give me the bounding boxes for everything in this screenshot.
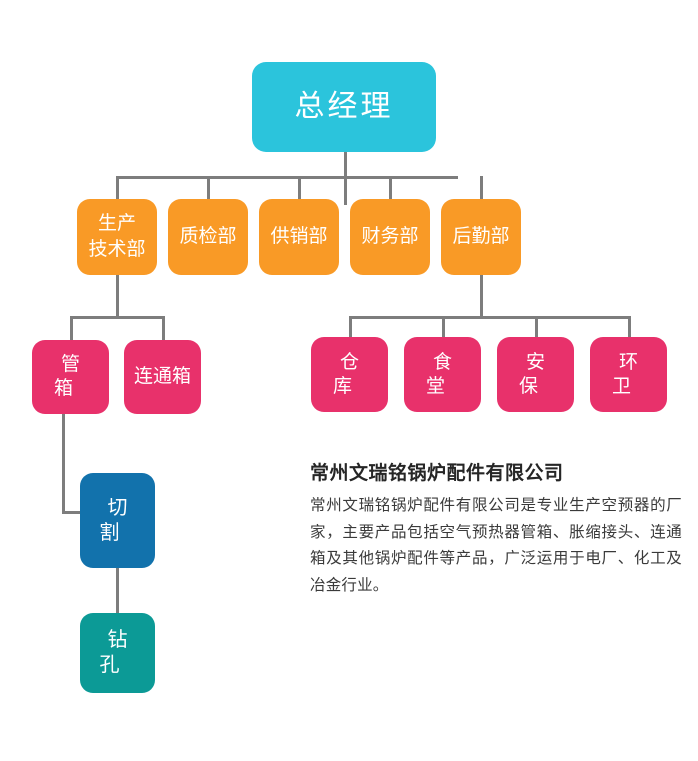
node-label: 总经理 — [294, 90, 394, 124]
connector-drop-finance — [389, 176, 392, 204]
node-production-tech[interactable]: 生产 技术部 — [77, 199, 157, 275]
connector-production-stem — [116, 274, 119, 316]
node-label: 环卫 — [611, 351, 652, 397]
connector-drop-logistics — [480, 176, 483, 204]
connector-drop-tube-box — [70, 316, 73, 342]
node-logistics[interactable]: 后勤部 — [441, 199, 521, 275]
node-label: 生产 技术部 — [88, 213, 146, 260]
connector-drop-security — [535, 316, 538, 338]
node-cutting[interactable]: 切割 — [80, 473, 155, 568]
node-label: 钻孔 — [99, 629, 144, 676]
node-canteen[interactable]: 食堂 — [404, 337, 481, 412]
node-general-manager[interactable]: 总经理 — [252, 62, 436, 152]
company-description: 常州文瑞铭锅炉配件有限公司是专业生产空预器的厂家，主要产品包括空气预热器管箱、胀… — [310, 497, 682, 594]
node-label: 连通箱 — [133, 366, 191, 388]
connector-drop-quality — [207, 176, 210, 204]
node-label: 财务部 — [361, 226, 419, 248]
connector-production-bus — [70, 316, 165, 319]
node-connecting-box[interactable]: 连通箱 — [124, 340, 201, 414]
node-drilling[interactable]: 钻孔 — [80, 613, 155, 693]
connector-tube-box-elbow — [62, 511, 86, 514]
node-label: 质检部 — [179, 226, 237, 248]
node-label: 管箱 — [53, 354, 94, 399]
company-info: 常州文瑞铭锅炉配件有限公司 常州文瑞铭锅炉配件有限公司是专业生产空预器的厂家，主… — [310, 458, 682, 600]
node-finance[interactable]: 财务部 — [350, 199, 430, 275]
connector-tube-box-stem — [62, 410, 65, 513]
connector-drop-connecting-box — [162, 316, 165, 342]
connector-drop-canteen — [442, 316, 445, 338]
node-quality-inspection[interactable]: 质检部 — [168, 199, 248, 275]
node-label: 供销部 — [270, 226, 328, 248]
connector-logistics-stem — [480, 274, 483, 316]
node-label: 安保 — [518, 351, 559, 397]
node-supply-marketing[interactable]: 供销部 — [259, 199, 339, 275]
node-label: 仓库 — [332, 351, 373, 397]
connector-drop-warehouse — [349, 316, 352, 338]
connector-drop-supply — [298, 176, 301, 204]
node-label: 后勤部 — [452, 226, 510, 248]
connector-department-bus — [116, 176, 458, 179]
node-sanitation[interactable]: 环卫 — [590, 337, 667, 412]
node-security[interactable]: 安保 — [497, 337, 574, 412]
node-label: 食堂 — [425, 351, 466, 397]
connector-drop-production-tech — [116, 176, 119, 204]
connector-logistics-bus — [349, 316, 628, 319]
node-warehouse[interactable]: 仓库 — [311, 337, 388, 412]
connector-drop-sanitation — [628, 316, 631, 338]
connector-cutting-stem — [116, 568, 119, 615]
node-tube-box[interactable]: 管箱 — [32, 340, 109, 414]
node-label: 切割 — [99, 496, 144, 544]
company-name: 常州文瑞铭锅炉配件有限公司 — [310, 463, 564, 484]
